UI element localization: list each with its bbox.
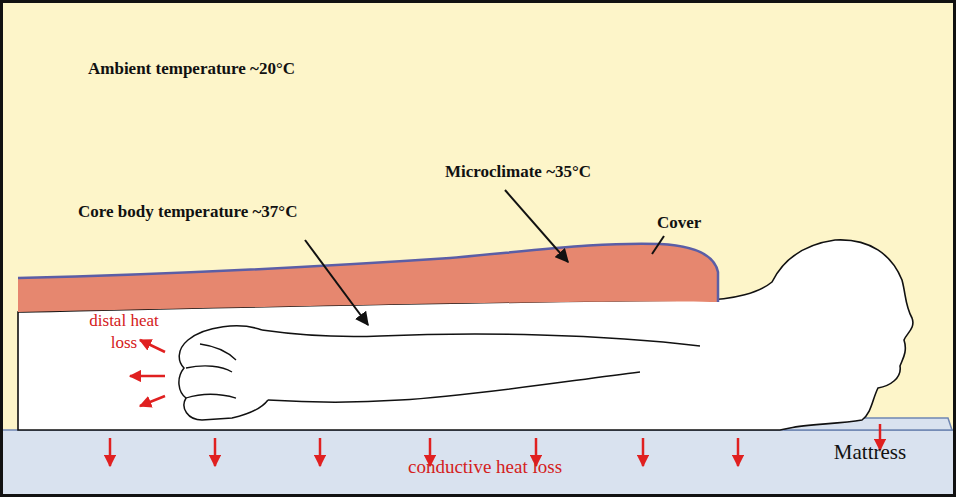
body-outline	[18, 240, 913, 430]
leader-lines	[305, 190, 664, 325]
cover-sheet	[18, 244, 718, 302]
microclimate-layer	[18, 244, 718, 312]
fingers	[186, 344, 236, 398]
arm-upper-edge	[262, 330, 700, 346]
ambient-label: Ambient temperature ~20°C	[88, 58, 295, 80]
mattress-band	[0, 430, 956, 497]
distal-loss-label: distal heat loss	[74, 310, 174, 354]
mattress-label: Mattress	[834, 441, 906, 464]
hand	[179, 326, 268, 420]
conductive-loss-label: conductive heat loss	[408, 457, 562, 478]
heat-arrows	[110, 340, 880, 466]
microclimate-label: Microclimate ~35°C	[445, 161, 591, 183]
core-temperature-label: Core body temperature ~37°C	[78, 201, 297, 223]
cover-label: Cover	[657, 212, 701, 234]
mattress-node: conductive heat loss Mattress	[0, 431, 956, 497]
arm-lower-edge	[268, 372, 640, 402]
